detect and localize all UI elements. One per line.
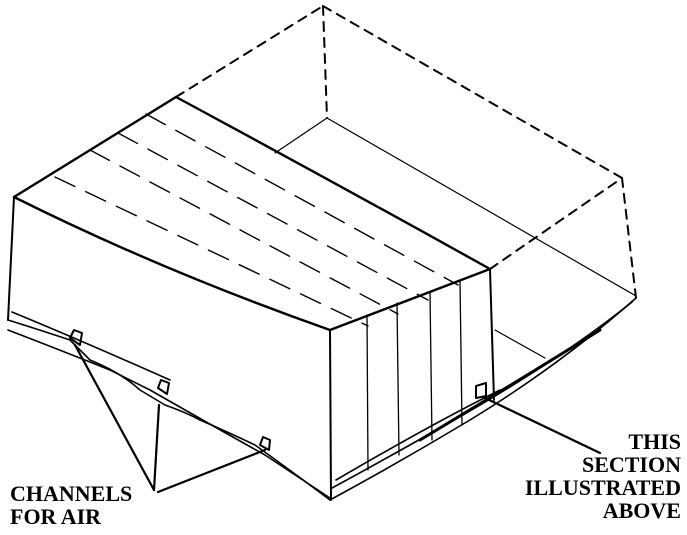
box-vertical-edges [7, 196, 495, 501]
box-top-outline [12, 95, 492, 332]
label-line: CHANNELS [10, 481, 133, 506]
top-seam-lines [54, 113, 459, 327]
label-line: FOR AIR [10, 504, 102, 529]
label-line: ILLUSTRATED [524, 475, 681, 500]
floor-edges [274, 117, 637, 359]
label-line: THIS [628, 429, 681, 454]
cover-folds [366, 280, 463, 471]
label-line: ABOVE [602, 498, 681, 523]
label-line: SECTION [581, 452, 681, 477]
channels-for-air-label: CHANNELS FOR AIR [10, 482, 132, 528]
leader-lines [73, 343, 602, 494]
section-illustrated-label: THIS SECTION ILLUSTRATED ABOVE [525, 430, 681, 522]
air-channel-markers [69, 329, 487, 451]
bottom-skirt [7, 297, 637, 501]
dashed-enclosure-outline [175, 5, 637, 299]
